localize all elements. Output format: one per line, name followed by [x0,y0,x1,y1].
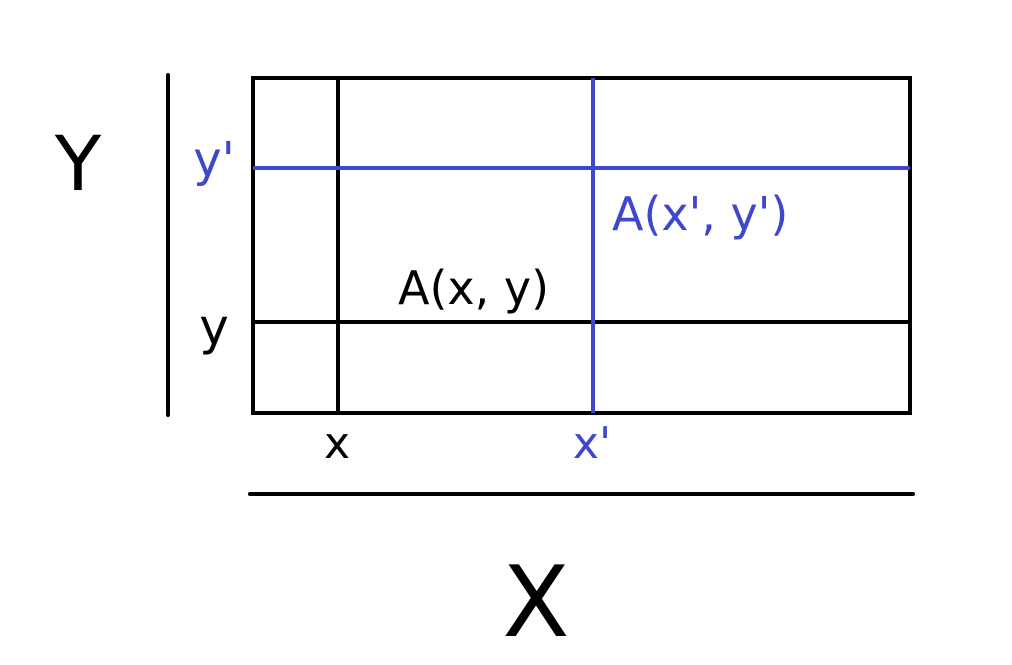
x-axis-label: X [502,546,569,660]
point-label-original: A(x, y) [398,261,549,315]
y-original-tick-label: y [199,298,229,356]
x-original-tick-label: x [324,418,350,469]
x-transformed-tick-label: x' [573,418,611,469]
y-transformed-tick-label: y' [193,132,235,188]
y-axis-label: Y [54,119,102,208]
point-label-transformed: A(x', y') [612,187,788,241]
frame-rectangle [251,76,912,415]
